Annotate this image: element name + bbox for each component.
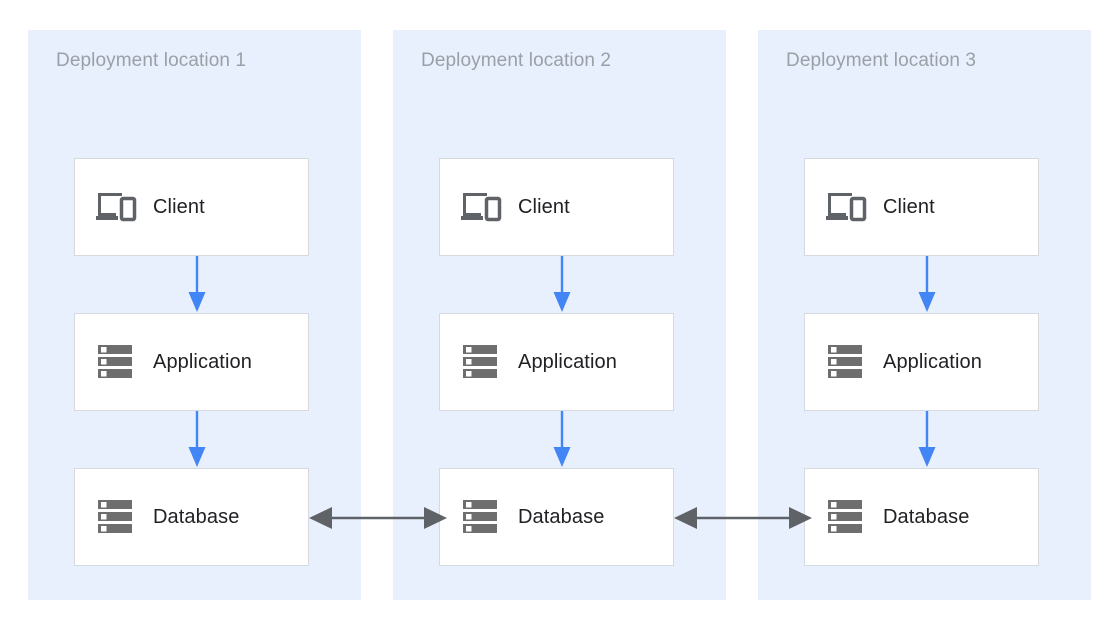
client-devices-icon (823, 187, 869, 227)
node-database-2[interactable]: Database (439, 468, 674, 566)
flow-arrow-client-to-application-1 (184, 256, 210, 314)
flow-arrow-client-to-application-2 (549, 256, 575, 314)
node-application-1[interactable]: Application (74, 313, 309, 411)
server-rack-icon (458, 497, 504, 537)
node-label: Application (518, 350, 617, 373)
deployment-panel-3: Deployment location 3 Client (758, 30, 1091, 600)
node-label: Client (153, 195, 205, 218)
node-database-3[interactable]: Database (804, 468, 1039, 566)
node-label: Database (883, 505, 970, 528)
replication-arrow-db1-db2 (308, 500, 448, 536)
deployment-panel-2: Deployment location 2 Client (393, 30, 726, 600)
replication-arrow-db2-db3 (673, 500, 813, 536)
server-rack-icon (458, 342, 504, 382)
deployment-panel-1: Deployment location 1 Client (28, 30, 361, 600)
node-application-2[interactable]: Application (439, 313, 674, 411)
node-client-2[interactable]: Client (439, 158, 674, 256)
node-label: Client (518, 195, 570, 218)
node-label: Application (153, 350, 252, 373)
server-rack-icon (93, 497, 139, 537)
flow-arrow-application-to-database-1 (184, 411, 210, 469)
node-database-1[interactable]: Database (74, 468, 309, 566)
flow-arrow-client-to-application-3 (914, 256, 940, 314)
server-rack-icon (93, 342, 139, 382)
node-label: Database (153, 505, 240, 528)
client-devices-icon (93, 187, 139, 227)
node-application-3[interactable]: Application (804, 313, 1039, 411)
node-label: Application (883, 350, 982, 373)
node-label: Database (518, 505, 605, 528)
client-devices-icon (458, 187, 504, 227)
flow-arrow-application-to-database-3 (914, 411, 940, 469)
flow-arrow-application-to-database-2 (549, 411, 575, 469)
server-rack-icon (823, 497, 869, 537)
server-rack-icon (823, 342, 869, 382)
node-label: Client (883, 195, 935, 218)
node-client-1[interactable]: Client (74, 158, 309, 256)
panel-title-2: Deployment location 2 (421, 50, 612, 71)
node-client-3[interactable]: Client (804, 158, 1039, 256)
panel-title-3: Deployment location 3 (786, 50, 977, 71)
panel-title-1: Deployment location 1 (56, 50, 247, 71)
